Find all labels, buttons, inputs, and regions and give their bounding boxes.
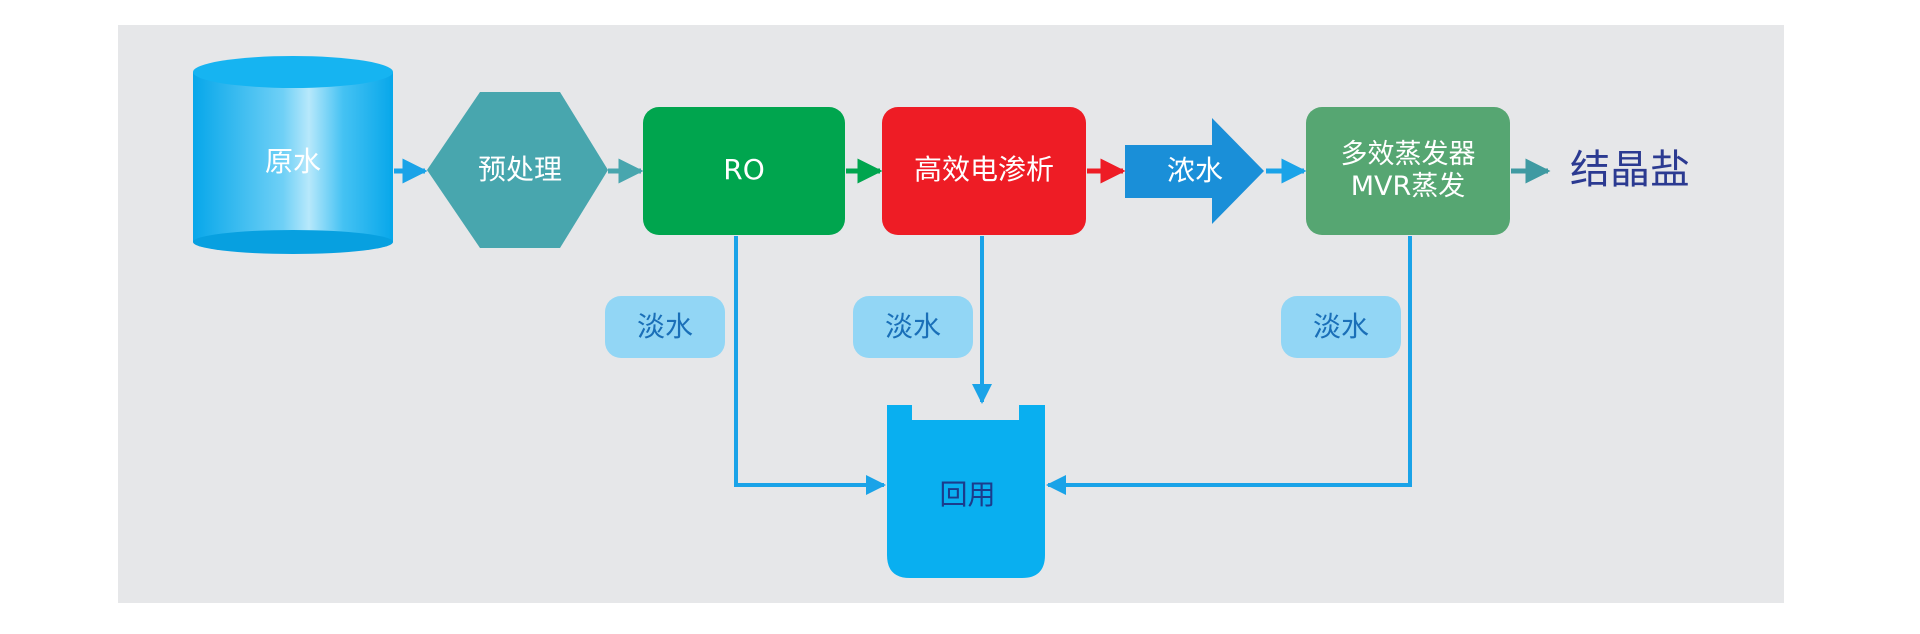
concentrate-label: 浓水 xyxy=(1166,154,1223,188)
freshwater-label-1: 淡水 xyxy=(636,310,693,344)
evaporator-box xyxy=(1306,107,1510,235)
reuse-label: 回用 xyxy=(939,478,996,512)
electrodialysis-label: 高效电渗析 xyxy=(913,153,1054,187)
crystal-salt-label: 结晶盐 xyxy=(1570,147,1690,193)
freshwater-label-2: 淡水 xyxy=(884,310,941,344)
line-evaporator-to-reuse xyxy=(1046,236,1412,495)
ro-label: RO xyxy=(723,153,765,187)
electrodialysis-box xyxy=(882,107,1086,235)
raw-water-label: 原水 xyxy=(264,145,321,179)
pretreatment-hexagon xyxy=(427,92,608,248)
evaporator-label: 多效蒸发器 MVR蒸发 xyxy=(1340,138,1476,202)
freshwater-pill-3 xyxy=(1281,296,1401,358)
pretreatment-label: 预处理 xyxy=(477,153,562,187)
line-ro-to-reuse xyxy=(734,236,886,495)
ro-box xyxy=(643,107,845,235)
concentrate-arrow-shape xyxy=(1125,118,1264,224)
freshwater-label-3: 淡水 xyxy=(1312,310,1369,344)
freshwater-pill-2 xyxy=(853,296,973,358)
reuse-tank xyxy=(887,405,1045,578)
freshwater-pill-1 xyxy=(605,296,725,358)
raw-water-cylinder xyxy=(193,56,393,254)
